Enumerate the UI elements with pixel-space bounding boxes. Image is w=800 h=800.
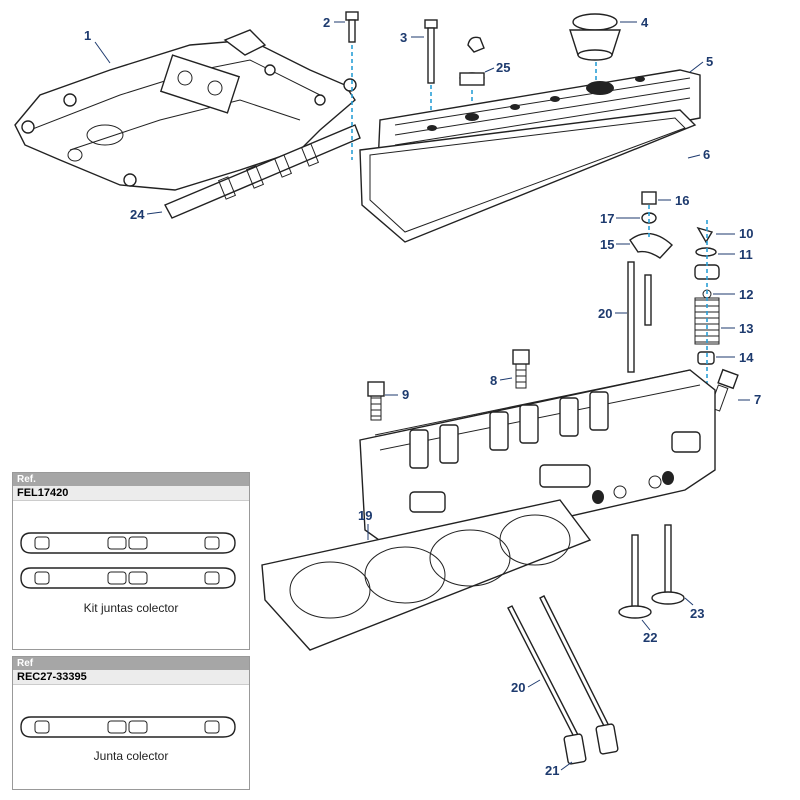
callout-20-lower: 20 — [511, 679, 541, 695]
intake-manifold-gasket — [164, 124, 361, 219]
oil-filler-cap — [569, 13, 621, 85]
gasket-kit-gasket-bottom — [20, 567, 236, 589]
reference-header: Ref. — [13, 473, 249, 486]
reference-caption: Junta colector — [93, 749, 169, 763]
callout-20-upper: 20 — [598, 306, 627, 321]
callout-label-21: 21 — [545, 763, 559, 778]
pushrod-upper — [627, 261, 652, 373]
callout-label-20-lower: 20 — [511, 680, 525, 695]
callout-label-15: 15 — [600, 237, 614, 252]
callout-label-11: 11 — [739, 247, 753, 262]
reference-code: REC27-33395 — [13, 670, 249, 685]
callout-1: 1 — [84, 28, 111, 64]
callout-23: 23 — [684, 597, 704, 621]
callout-label-5: 5 — [706, 54, 713, 69]
valve-cover-gasket — [359, 109, 697, 243]
callout-label-8: 8 — [490, 373, 497, 388]
callout-15: 15 — [600, 237, 630, 252]
valve-springs-on-head — [409, 391, 609, 469]
manifold-gasket-illustration — [20, 716, 236, 738]
callout-14: 14 — [716, 350, 754, 365]
callout-label-1: 1 — [84, 28, 91, 43]
pushrods-lower — [507, 595, 611, 738]
gasket-kit-illustration — [20, 532, 236, 589]
callout-8: 8 — [490, 373, 513, 388]
rocker-arm-assembly — [629, 191, 673, 259]
intake-valve — [618, 534, 652, 619]
callout-11: 11 — [718, 247, 753, 262]
callout-9: 9 — [385, 387, 409, 402]
reference-box-manifold-gasket[interactable]: Ref REC27-33395 Junta colector — [12, 656, 250, 790]
reference-header: Ref — [13, 657, 249, 670]
hydraulic-lifters — [563, 723, 619, 765]
callout-19: 19 — [358, 508, 372, 540]
stud-8 — [512, 349, 530, 389]
callout-label-12: 12 — [739, 287, 753, 302]
reference-code: FEL17420 — [13, 486, 249, 501]
callout-label-9: 9 — [402, 387, 409, 402]
cylinder-head-gasket — [261, 499, 592, 651]
callout-4: 4 — [620, 15, 649, 30]
callout-13: 13 — [721, 321, 753, 336]
callout-label-25: 25 — [496, 60, 510, 75]
valve-spring-stack — [694, 220, 720, 450]
callout-7: 7 — [738, 392, 761, 407]
callout-21: 21 — [545, 761, 573, 778]
reference-caption: Kit juntas colector — [83, 601, 179, 615]
intake-manifold — [14, 29, 357, 191]
gasket-kit-gasket-top — [20, 532, 236, 554]
callout-6: 6 — [687, 147, 710, 162]
callout-label-7: 7 — [754, 392, 761, 407]
callout-12: 12 — [713, 287, 753, 302]
callout-label-14: 14 — [739, 350, 754, 365]
stud-9 — [367, 381, 385, 421]
callout-22: 22 — [641, 619, 657, 645]
callout-25: 25 — [484, 60, 510, 75]
callout-24: 24 — [130, 207, 163, 222]
callout-10: 10 — [716, 226, 753, 241]
callout-16: 16 — [658, 193, 689, 208]
callout-label-20-upper: 20 — [598, 306, 612, 321]
callout-label-2: 2 — [323, 15, 330, 30]
bolt-2 — [345, 11, 359, 160]
callout-label-17: 17 — [600, 211, 614, 226]
exhaust-valve — [651, 524, 685, 605]
callout-2: 2 — [323, 15, 345, 30]
callout-label-6: 6 — [703, 147, 710, 162]
callout-label-19: 19 — [358, 508, 372, 523]
callout-label-23: 23 — [690, 606, 704, 621]
callout-label-16: 16 — [675, 193, 689, 208]
callout-5: 5 — [689, 54, 713, 73]
callout-3: 3 — [400, 30, 424, 45]
callout-17: 17 — [600, 211, 640, 226]
callout-label-3: 3 — [400, 30, 407, 45]
callout-label-22: 22 — [643, 630, 657, 645]
cylinder-head — [359, 369, 716, 556]
reference-box-gasket-kit[interactable]: Ref. FEL17420 Kit juntas colector — [12, 472, 250, 650]
breather-grommet — [459, 36, 485, 115]
callout-label-13: 13 — [739, 321, 753, 336]
callout-label-4: 4 — [641, 15, 649, 30]
callout-label-24: 24 — [130, 207, 145, 222]
bolt-3 — [424, 19, 438, 125]
callout-label-10: 10 — [739, 226, 753, 241]
